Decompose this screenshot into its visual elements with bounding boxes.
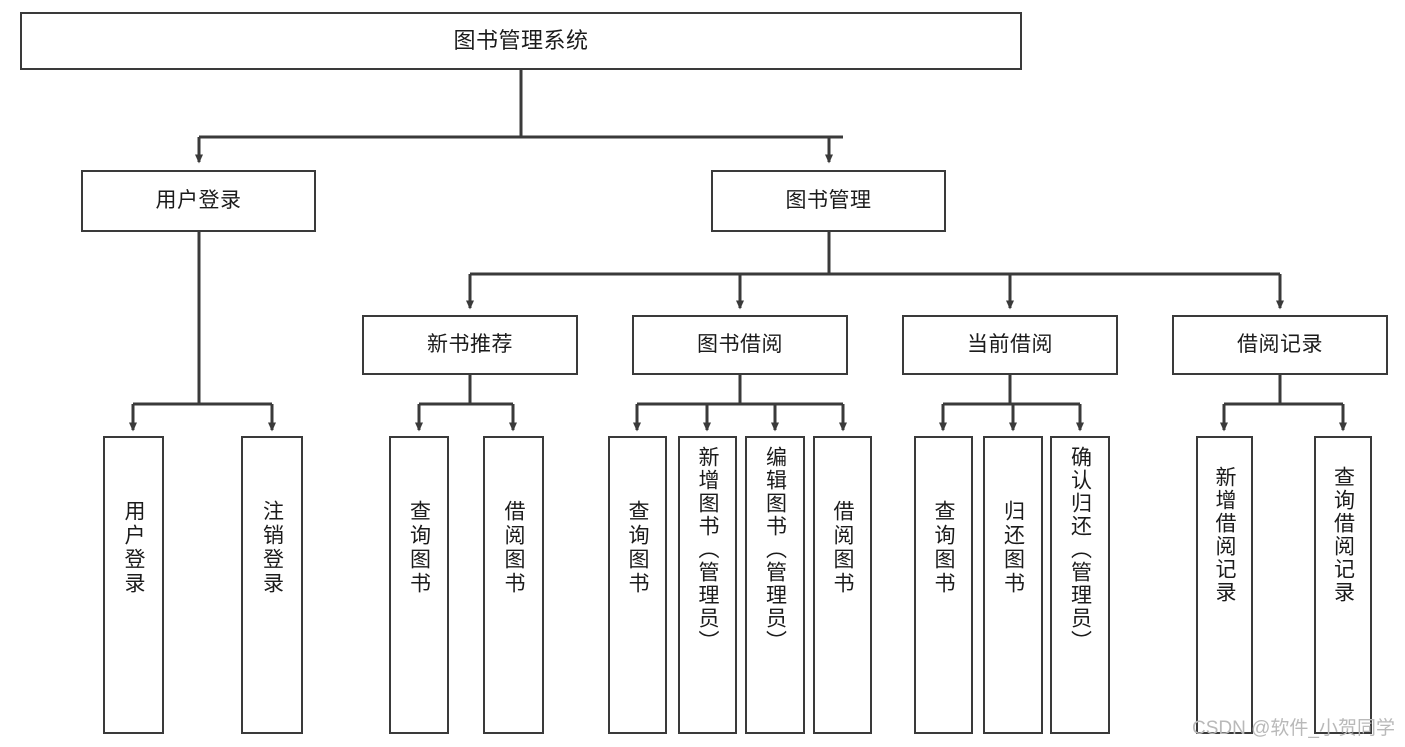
- node-leaf-query-borrow-record[interactable]: 查询借阅记录: [1314, 436, 1372, 734]
- node-label: 用户登录: [155, 188, 242, 212]
- node-label: 新增图书（管理员）: [696, 446, 719, 653]
- node-leaf-edit-book-admin[interactable]: 编辑图书（管理员）: [745, 436, 805, 734]
- node-label: 图书管理: [785, 188, 872, 212]
- node-leaf-query-book-recommend[interactable]: 查询图书: [389, 436, 449, 734]
- node-borrow-record[interactable]: 借阅记录: [1172, 315, 1388, 375]
- node-new-book-recommend[interactable]: 新书推荐: [362, 315, 578, 375]
- node-leaf-query-book-current[interactable]: 查询图书: [914, 436, 973, 734]
- node-label: 查询图书: [407, 500, 431, 596]
- node-label: 查询图书: [932, 500, 955, 596]
- node-leaf-query-book-borrow[interactable]: 查询图书: [608, 436, 667, 734]
- node-label: 新增借阅记录: [1213, 466, 1236, 604]
- node-label: 注销登录: [260, 500, 284, 596]
- watermark: CSDN @软件_小贺同学: [1192, 718, 1395, 739]
- node-label: 图书管理系统: [453, 28, 589, 54]
- node-leaf-user-login[interactable]: 用户登录: [103, 436, 164, 734]
- node-label: 图书借阅: [697, 332, 783, 356]
- node-current-borrow[interactable]: 当前借阅: [902, 315, 1118, 375]
- node-label: 确认归还（管理员）: [1068, 446, 1092, 653]
- node-root-book-management-system[interactable]: 图书管理系统: [20, 12, 1022, 70]
- node-user-login[interactable]: 用户登录: [81, 170, 316, 232]
- node-leaf-logout[interactable]: 注销登录: [241, 436, 303, 734]
- node-leaf-add-borrow-record[interactable]: 新增借阅记录: [1196, 436, 1253, 734]
- node-label: 当前借阅: [967, 332, 1053, 356]
- node-book-management[interactable]: 图书管理: [711, 170, 946, 232]
- node-leaf-return-book[interactable]: 归还图书: [983, 436, 1043, 734]
- node-label: 查询图书: [626, 500, 649, 596]
- node-leaf-add-book-admin[interactable]: 新增图书（管理员）: [678, 436, 737, 734]
- node-label: 查询借阅记录: [1331, 466, 1355, 604]
- node-leaf-confirm-return-admin[interactable]: 确认归还（管理员）: [1050, 436, 1110, 734]
- node-label: 新书推荐: [427, 332, 513, 356]
- node-leaf-borrow-book[interactable]: 借阅图书: [813, 436, 872, 734]
- node-label: 编辑图书（管理员）: [763, 446, 787, 653]
- node-label: 借阅记录: [1237, 332, 1323, 356]
- node-label: 用户登录: [122, 500, 145, 596]
- node-label: 借阅图书: [502, 500, 525, 596]
- node-label: 归还图书: [1001, 500, 1025, 596]
- node-leaf-borrow-book-recommend[interactable]: 借阅图书: [483, 436, 544, 734]
- node-book-borrow[interactable]: 图书借阅: [632, 315, 848, 375]
- node-label: 借阅图书: [831, 500, 854, 596]
